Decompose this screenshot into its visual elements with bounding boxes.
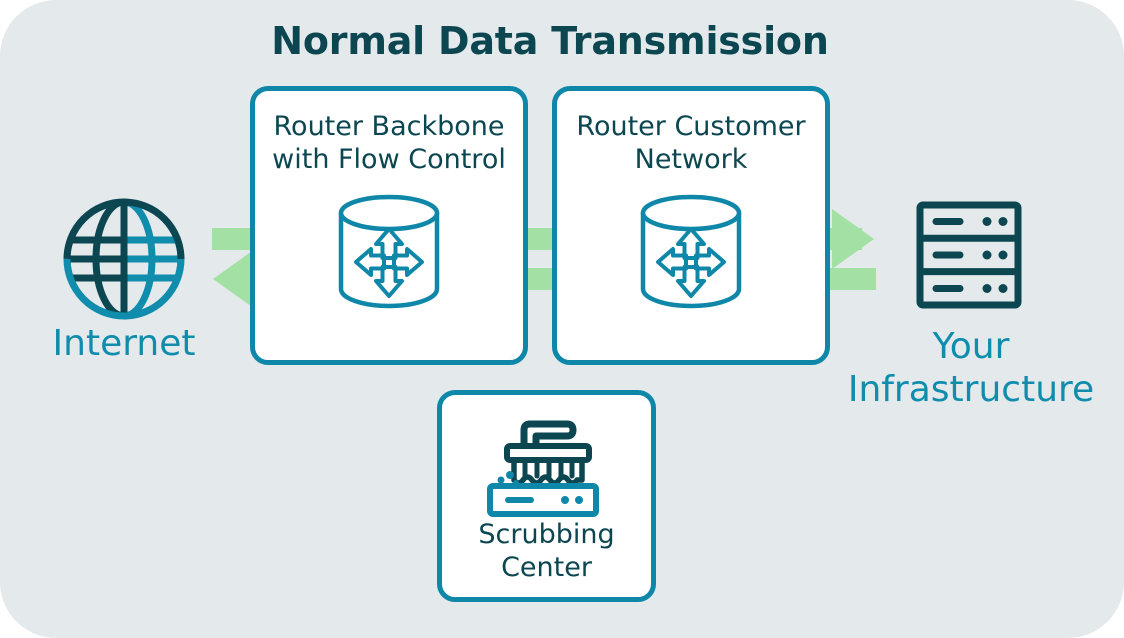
page-title: Normal Data Transmission xyxy=(271,19,829,63)
panel-router-backbone-label-line1: Router Backbone xyxy=(273,111,505,142)
panel-scrubbing-center-label: Scrubbing Center xyxy=(437,518,656,584)
scrub-brush-server-icon xyxy=(483,418,613,518)
router-cylinder-icon xyxy=(334,194,444,309)
server-rack-icon xyxy=(915,200,1023,310)
panel-scrubbing-center-label-line1: Scrubbing xyxy=(478,519,615,550)
internet-label: Internet xyxy=(14,322,234,365)
panel-router-customer-network-label: Router Customer Network xyxy=(552,110,830,176)
panel-router-customer-network-label-line2: Network xyxy=(634,144,748,175)
panel-router-backbone-label-line2: with Flow Control xyxy=(272,144,506,175)
outbound-flow-arrowhead xyxy=(832,209,874,269)
outbound-flow-segment-1 xyxy=(212,228,258,250)
panel-router-customer-network-label-line1: Router Customer xyxy=(576,111,806,142)
router-cylinder-icon xyxy=(636,194,746,309)
panel-router-backbone-label: Router Backbone with Flow Control xyxy=(250,110,528,176)
panel-scrubbing-center-label-line2: Center xyxy=(501,552,592,583)
inbound-flow-arrowhead xyxy=(213,249,255,309)
globe-icon xyxy=(43,178,205,340)
internet-label-text: Internet xyxy=(52,323,196,364)
infrastructure-label-line1: Your xyxy=(932,326,1010,367)
infrastructure-label: Your Infrastructure xyxy=(842,325,1100,411)
infrastructure-label-line2: Infrastructure xyxy=(847,369,1095,410)
